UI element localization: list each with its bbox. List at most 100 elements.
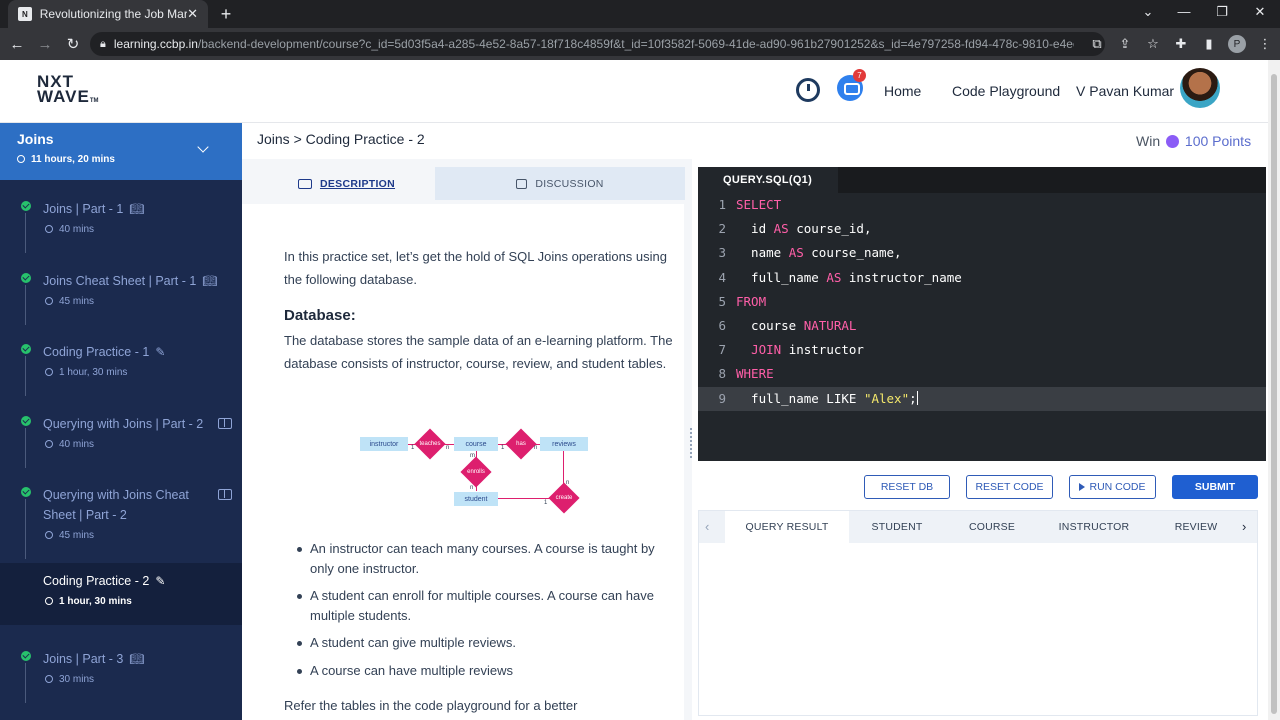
breadcrumb: Joins > Coding Practice - 2 — [257, 131, 425, 147]
forward-icon[interactable]: → — [37, 35, 53, 53]
sidebar-item-duration: 45 mins — [59, 530, 95, 541]
minimize-icon[interactable]: — — [1177, 4, 1191, 19]
submit-button[interactable]: SUBMIT — [1172, 475, 1258, 499]
reset-db-button[interactable]: RESET DB — [864, 475, 950, 499]
url-field[interactable]: 🔒︎ learning.ccbp.in/backend-development/… — [90, 32, 1105, 56]
coin-icon — [1166, 135, 1180, 148]
pane-resize-handle[interactable] — [690, 428, 693, 458]
sidebar-item-label: Coding Practice - 1 — [43, 345, 150, 359]
home-link[interactable]: Home — [884, 83, 922, 99]
code-line[interactable]: 4 full_name AS instructor_name — [698, 266, 1266, 290]
timeline-connector — [25, 499, 26, 559]
book-icon — [218, 418, 232, 429]
completed-check-icon — [21, 201, 31, 211]
tab-query-result[interactable]: QUERY RESULT — [725, 511, 849, 543]
extensions-icon[interactable]: ✚ — [1175, 36, 1187, 51]
editor-tab-bar: QUERY.SQL(Q1) — [698, 167, 1266, 193]
sidebar-item-label: Querying with Joins | Part - 2 — [43, 417, 204, 431]
sidebar-item-coding-practice-2[interactable]: Coding Practice - 2✎ 1 hour, 30 mins — [0, 563, 242, 625]
editor-file-tab[interactable]: QUERY.SQL(Q1) — [698, 167, 838, 193]
sidebar-item-querying-with-joins-cheat-sheet-part-2[interactable]: Querying with Joins Cheat Sheet | Part -… — [0, 479, 242, 561]
code-playground-link[interactable]: Code Playground — [952, 83, 1061, 99]
app-header: NXT WAVETM Home Code Playground V Pavan … — [0, 60, 1268, 123]
lock-icon: 🔒︎ — [100, 37, 106, 50]
sidebar-item-label-continued: Sheet | Part - 2 — [43, 508, 127, 522]
page-scrollbar[interactable] — [1268, 60, 1280, 720]
code-line[interactable]: 7 JOIN instructor — [698, 338, 1266, 362]
clock-icon — [17, 155, 25, 163]
pencil-icon: ✎ — [155, 574, 166, 588]
tab-discussion[interactable]: DISCUSSION — [435, 167, 685, 200]
play-icon — [1079, 483, 1086, 491]
er-entity-course: course — [454, 437, 498, 451]
pencil-icon: ✎ — [155, 345, 166, 359]
sql-text: instructor_name — [841, 269, 962, 285]
points-badge: Win 100 Points — [1136, 133, 1252, 149]
line-number: 4 — [718, 269, 726, 285]
sidebar-section-header[interactable]: Joins 11 hours, 20 mins — [0, 123, 242, 180]
document-icon — [297, 178, 312, 189]
close-tab-icon[interactable]: ✕ — [187, 6, 198, 21]
new-tab-icon[interactable]: + — [220, 4, 232, 24]
scrollbar-thumb[interactable] — [1271, 74, 1277, 714]
clock-icon — [45, 440, 53, 448]
sidebar-item-joins-cheat-sheet-part-1[interactable]: Joins Cheat Sheet | Part - 1📖︎ 45 mins — [0, 265, 242, 335]
line-number: 8 — [718, 366, 726, 382]
reset-code-button[interactable]: RESET CODE — [966, 475, 1053, 499]
er-entity-reviews: reviews — [540, 437, 588, 451]
sql-keyword: FROM — [736, 293, 767, 309]
tab-instructor[interactable]: INSTRUCTOR — [1058, 521, 1130, 533]
tab-course[interactable]: COURSE — [968, 521, 1016, 533]
description-tabs: DESCRIPTION DISCUSSION — [258, 167, 685, 200]
sidebar-item-coding-practice-1[interactable]: Coding Practice - 1✎ 1 hour, 30 mins — [0, 336, 242, 406]
book-icon: 📖︎ — [202, 274, 218, 288]
chevron-down-icon[interactable] — [197, 141, 209, 153]
open-external-icon[interactable]: ⧉ — [1092, 36, 1102, 51]
avatar[interactable] — [1180, 68, 1220, 108]
sql-text — [736, 342, 751, 357]
tab-student[interactable]: STUDENT — [871, 521, 923, 533]
sidebar-item-querying-with-joins-part-2[interactable]: Querying with Joins | Part - 2 40 mins — [0, 408, 242, 478]
sql-keyword: NATURAL — [803, 318, 857, 333]
profile-icon[interactable]: P — [1228, 35, 1246, 53]
stopwatch-icon[interactable] — [796, 78, 820, 102]
back-icon[interactable]: ← — [9, 35, 25, 53]
sql-keyword: AS — [788, 245, 804, 261]
code-line[interactable]: 6 course NATURAL — [698, 314, 1266, 338]
site-favicon-icon: N — [18, 7, 32, 21]
sql-text: course — [736, 318, 804, 333]
user-name[interactable]: V Pavan Kumar — [1076, 83, 1175, 99]
book-icon: 📖︎ — [129, 202, 145, 216]
chevron-left-icon[interactable]: ‹ — [705, 519, 710, 534]
chevron-right-icon[interactable]: › — [1242, 519, 1247, 534]
code-line[interactable]: 3 name AS course_name, — [698, 241, 1266, 265]
maximize-icon[interactable]: ❐ — [1216, 4, 1228, 19]
browser-tab[interactable]: N Revolutionizing the Job Market | ✕ — [8, 0, 208, 28]
sql-text: full_name LIKE — [736, 390, 864, 406]
browser-menu-icon[interactable]: ⋮ — [1258, 36, 1272, 51]
list-item: A student can enroll for multiple course… — [297, 586, 660, 626]
sql-keyword: AS — [826, 269, 842, 285]
notification-badge: 7 — [853, 69, 866, 82]
list-item: A student can give multiple reviews. — [297, 633, 660, 653]
code-line[interactable]: 9 full_name LIKE "Alex"; — [698, 386, 1266, 411]
run-code-button[interactable]: RUN CODE — [1069, 475, 1156, 499]
code-line[interactable]: 2 id AS course_id, — [698, 217, 1266, 241]
bookmark-star-icon[interactable]: ☆ — [1147, 36, 1159, 51]
side-panel-icon[interactable]: ▮ — [1205, 36, 1213, 51]
sql-keyword: JOIN — [751, 342, 782, 358]
tab-review[interactable]: REVIEW — [1174, 521, 1218, 533]
list-item: An instructor can teach many courses. A … — [297, 539, 660, 579]
sidebar-item-joins-part-3[interactable]: Joins | Part - 3📖︎ 30 mins — [0, 643, 242, 713]
tab-description[interactable]: DESCRIPTION — [258, 167, 435, 200]
reload-icon[interactable]: ↻ — [66, 36, 80, 53]
tab-search-icon[interactable]: ⌄ — [1142, 4, 1154, 19]
nxtwave-logo[interactable]: NXT WAVETM — [37, 72, 99, 106]
share-icon[interactable]: ⇪ — [1119, 36, 1131, 51]
close-window-icon[interactable]: ✕ — [1254, 4, 1266, 19]
sidebar-item-joins-part-1[interactable]: Joins | Part - 1📖︎ 40 mins — [0, 193, 242, 263]
